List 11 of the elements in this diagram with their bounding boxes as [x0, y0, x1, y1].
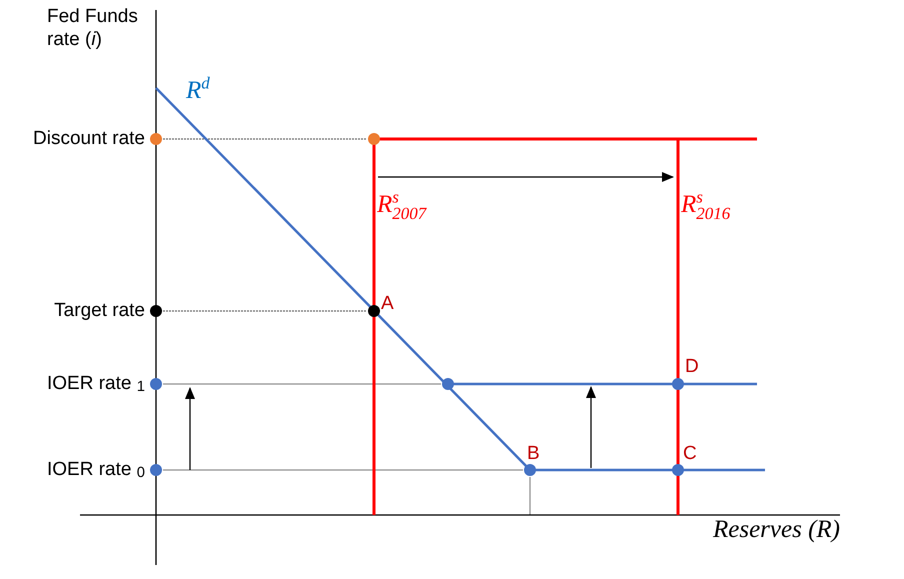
axis-title: Reserves (R): [712, 515, 840, 545]
axis-tick-label: Target rate: [54, 300, 145, 322]
axis-title: Fed Funds rate (i): [47, 6, 139, 52]
curve-label: R$^{d}$: [186, 76, 210, 106]
point-label: C: [683, 443, 697, 466]
axis-tick-label: Discount rate: [33, 128, 145, 150]
axis-tick-label: IOER rate $_{0}$: [47, 458, 145, 482]
point-label: B: [527, 443, 540, 466]
point-label: D: [685, 356, 699, 379]
point-label: A: [381, 293, 394, 316]
axis-tick-label: IOER rate $_{1}$: [47, 372, 145, 396]
